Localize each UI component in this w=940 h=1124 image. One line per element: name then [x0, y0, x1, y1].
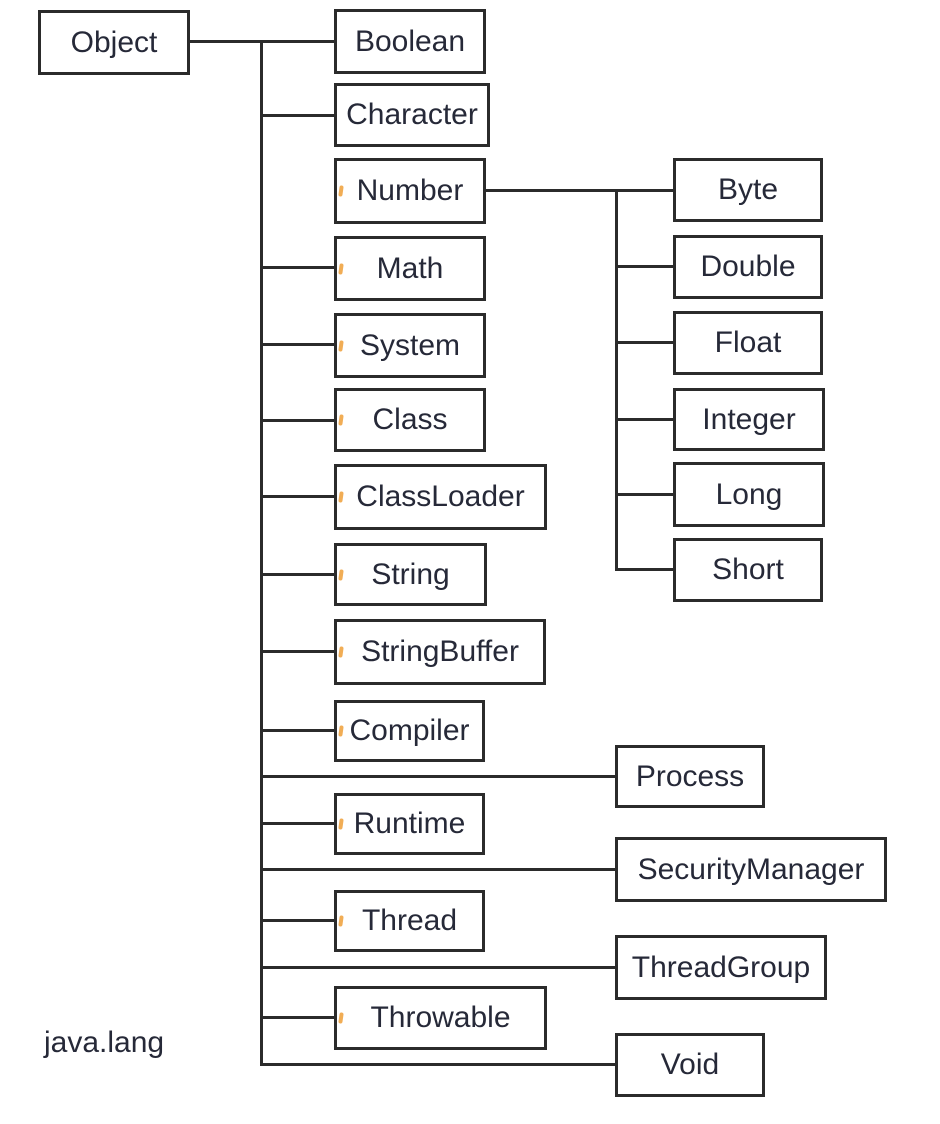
node-character-label: Character — [346, 98, 478, 131]
node-securitymanager-label: SecurityManager — [637, 852, 865, 886]
node-float: Float — [673, 311, 823, 375]
node-process: Process — [615, 745, 765, 808]
connector-stringbuffer — [260, 650, 335, 653]
node-runtime-label: Runtime — [353, 807, 466, 840]
connector-thread — [260, 919, 335, 922]
node-class-label: Class — [372, 403, 448, 436]
node-throwable: Throwable — [334, 986, 547, 1050]
node-short: Short — [673, 538, 823, 602]
bullet-tick-icon — [338, 262, 344, 275]
connector-compiler — [260, 729, 335, 732]
node-string-label: String — [371, 557, 450, 591]
node-classloader-label: ClassLoader — [356, 480, 525, 513]
node-classloader: ClassLoader — [334, 464, 547, 530]
connector-trunk-object-children — [260, 40, 263, 1066]
node-system-label: System — [359, 328, 461, 362]
node-system: System — [334, 313, 486, 378]
bullet-tick-icon — [338, 568, 344, 581]
connector-runtime — [260, 822, 335, 825]
node-boolean-label: Boolean — [354, 24, 466, 58]
node-long: Long — [673, 462, 825, 527]
node-void-label: Void — [660, 1048, 720, 1081]
bullet-tick-icon — [338, 818, 344, 830]
node-short-label: Short — [712, 553, 784, 586]
node-math: Math — [334, 236, 486, 301]
connector-float — [615, 341, 673, 344]
connector-number-byte — [486, 189, 673, 192]
connector-classloader — [260, 495, 335, 498]
node-byte: Byte — [673, 158, 823, 222]
node-number: Number — [334, 158, 486, 224]
node-object-label: Object — [70, 25, 158, 59]
node-boolean: Boolean — [334, 9, 486, 74]
connector-threadgroup — [260, 966, 615, 969]
connector-throwable — [260, 1016, 335, 1019]
node-character: Character — [334, 83, 490, 147]
node-runtime: Runtime — [334, 793, 485, 855]
node-integer: Integer — [673, 388, 825, 451]
node-throwable-label: Throwable — [370, 1001, 511, 1034]
connector-securitymanager — [260, 868, 615, 871]
node-string: String — [334, 543, 487, 606]
node-compiler-label: Compiler — [349, 714, 470, 747]
node-threadgroup-label: ThreadGroup — [631, 950, 811, 984]
node-byte-label: Byte — [717, 173, 779, 206]
node-double-label: Double — [700, 250, 796, 283]
node-threadgroup: ThreadGroup — [615, 935, 827, 1000]
bullet-tick-icon — [338, 185, 344, 197]
connector-system — [260, 343, 335, 346]
connector-string — [260, 573, 335, 576]
connector-process — [260, 775, 615, 778]
node-integer-label: Integer — [702, 402, 796, 436]
connector-object-boolean — [190, 40, 335, 43]
node-number-label: Number — [356, 174, 464, 207]
bullet-tick-icon — [338, 339, 344, 352]
node-math-label: Math — [376, 251, 444, 285]
bullet-tick-icon — [338, 491, 344, 503]
connector-long — [615, 493, 673, 496]
node-stringbuffer: StringBuffer — [334, 619, 546, 685]
bullet-tick-icon — [338, 646, 344, 658]
node-long-label: Long — [715, 477, 783, 511]
node-stringbuffer-label: StringBuffer — [361, 635, 519, 668]
package-label: java.lang — [44, 1026, 165, 1059]
node-object: Object — [38, 10, 190, 75]
node-float-label: Float — [714, 326, 782, 359]
node-process-label: Process — [635, 759, 745, 793]
node-compiler: Compiler — [334, 700, 485, 762]
connector-void — [260, 1063, 615, 1066]
node-double: Double — [673, 235, 823, 299]
connector-short — [615, 568, 673, 571]
node-thread-label: Thread — [361, 904, 458, 937]
bullet-tick-icon — [338, 1012, 344, 1024]
connector-integer — [615, 418, 673, 421]
node-class: Class — [334, 388, 486, 452]
connector-class — [260, 419, 335, 422]
node-securitymanager: SecurityManager — [615, 837, 887, 902]
connector-character — [260, 114, 335, 117]
node-thread: Thread — [334, 890, 485, 952]
node-void: Void — [615, 1033, 765, 1097]
connector-trunk-number-children — [615, 189, 618, 571]
bullet-tick-icon — [338, 915, 344, 927]
connector-double — [615, 265, 673, 268]
connector-math — [260, 266, 335, 269]
bullet-tick-icon — [338, 414, 344, 426]
bullet-tick-icon — [338, 725, 344, 737]
